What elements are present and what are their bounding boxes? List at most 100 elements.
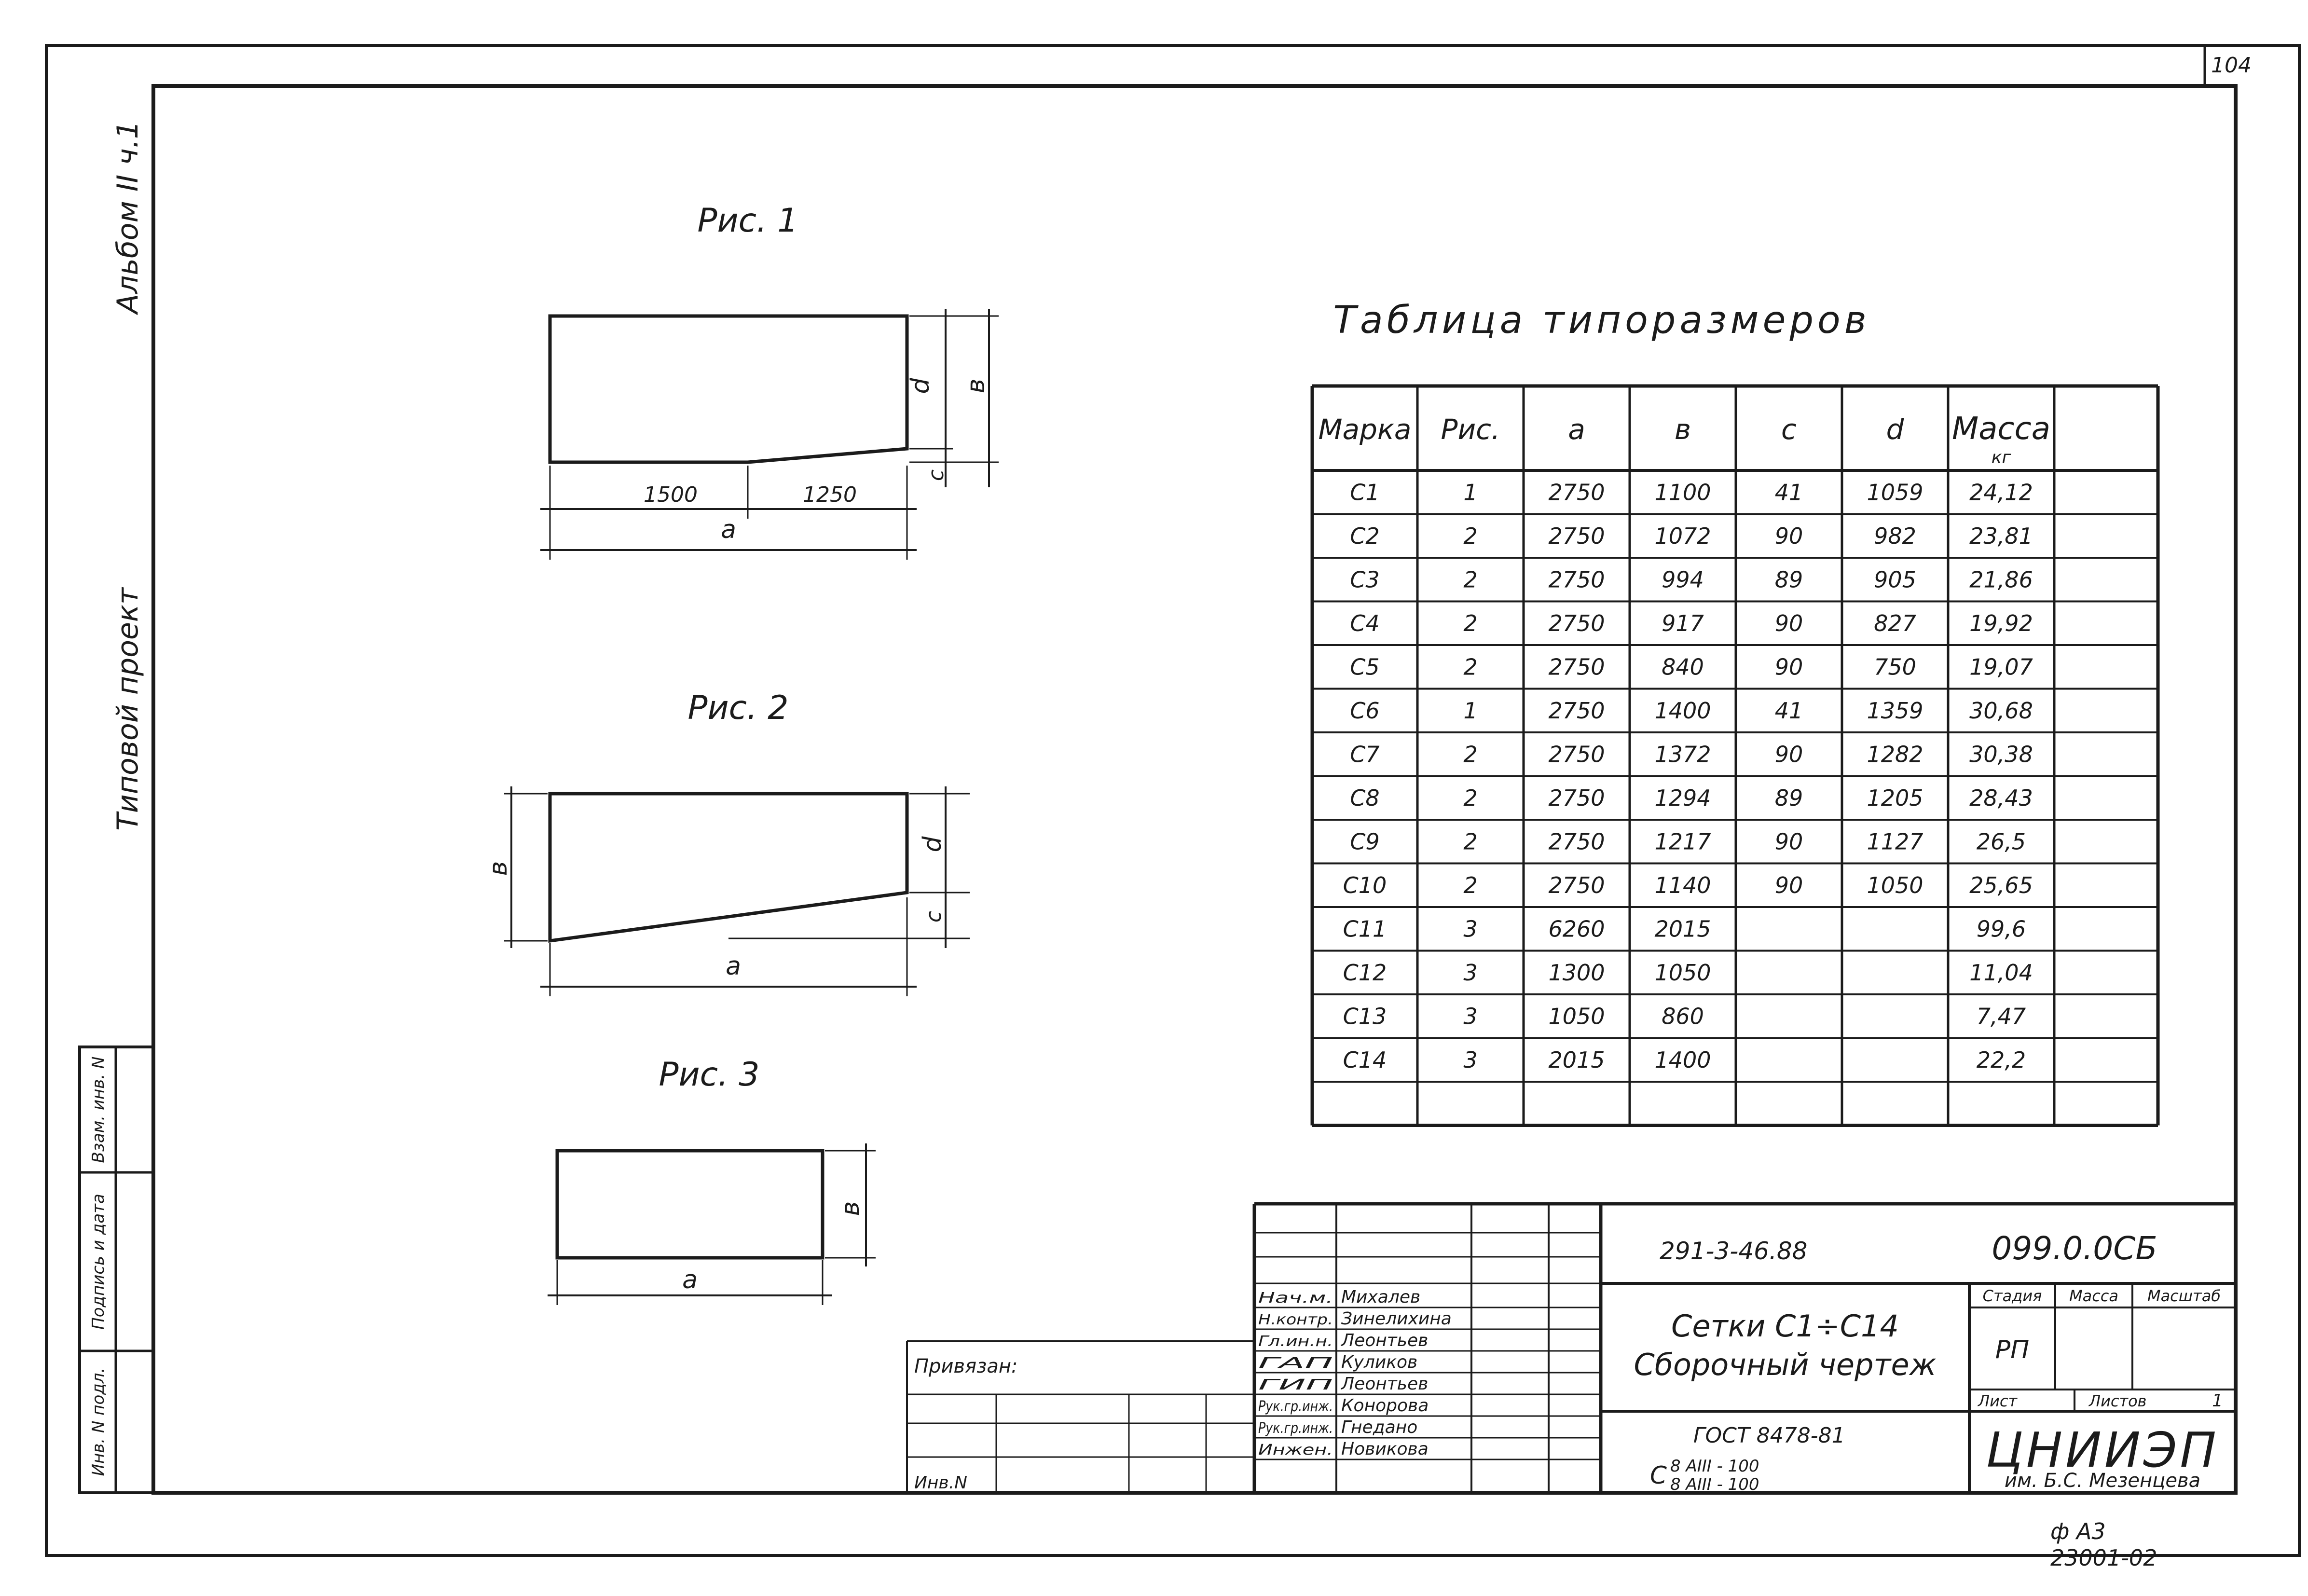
table-cell: 89	[1775, 566, 1803, 592]
fig2-dim-a: а	[726, 952, 741, 981]
staff-role: Н.контр.	[1258, 1311, 1333, 1328]
table-cell: С6	[1350, 698, 1379, 724]
table-cell: С8	[1350, 785, 1379, 811]
drawing-title-1: Сетки С1÷С14	[1671, 1308, 1899, 1344]
staff-name: Леонтьев	[1340, 1374, 1428, 1394]
table-cell: С9	[1350, 828, 1379, 854]
figure-3-caption: Рис. 3	[659, 1056, 759, 1094]
table-cell: 2	[1463, 785, 1477, 811]
fig1-dim-1250: 1250	[803, 482, 857, 507]
table-cell: 99,6	[1977, 916, 2026, 942]
table-cell: 2750	[1548, 654, 1605, 680]
staff-name: Леонтьев	[1340, 1331, 1428, 1350]
table-cell: 11,04	[1969, 960, 2033, 986]
table-cell: 3	[1463, 1003, 1477, 1029]
sheet-label: Лист	[1978, 1392, 2018, 1410]
table-cell: С1	[1350, 479, 1379, 505]
table-cell: 30,68	[1969, 698, 2033, 724]
inv-n-label: Инв.N	[914, 1473, 967, 1493]
table-cell: 6260	[1548, 916, 1605, 942]
figure-2-caption: Рис. 2	[687, 689, 788, 727]
table-cell: 750	[1874, 654, 1916, 680]
figure-1: Рис. 1 d в с 1500 1250 а	[540, 202, 999, 560]
project-label: Типовой проект	[111, 587, 145, 831]
sheet-number: 104	[2211, 53, 2252, 78]
table-cell: 90	[1775, 654, 1803, 680]
table-cell: 994	[1662, 566, 1704, 592]
table-header-cell: с	[1781, 413, 1797, 446]
table-cell: 2015	[1654, 916, 1711, 942]
table-cell: 1059	[1867, 479, 1923, 505]
table-cell: 3	[1463, 1047, 1477, 1073]
table-cell: 90	[1775, 610, 1803, 636]
table-cell: 2	[1463, 741, 1477, 767]
table-cell: 1400	[1654, 698, 1711, 724]
staff-name: Зинелихина	[1341, 1309, 1452, 1329]
stamp-vzam: Взам. инв. N	[89, 1057, 108, 1163]
table-cell: 1294	[1654, 785, 1711, 811]
staff-role: Гл.ин.н.	[1258, 1333, 1333, 1350]
fig1-dim-d: d	[906, 378, 935, 394]
table-cell: 2750	[1548, 610, 1605, 636]
fig2-dim-d: d	[918, 836, 947, 853]
drawing-title-2: Сборочный чертеж	[1634, 1347, 1936, 1382]
table-cell: 2750	[1548, 698, 1605, 724]
spec-line-2: 8 АIII - 100	[1670, 1475, 1759, 1494]
sheets-count: 1	[2212, 1391, 2223, 1411]
table-header-cell: d	[1886, 413, 1905, 446]
table-cell: 3	[1463, 960, 1477, 986]
table-cell: 2	[1463, 566, 1477, 592]
table-header-cell: Рис.	[1441, 413, 1500, 446]
fig1-dim-b: в	[962, 379, 990, 394]
table-cell: 1372	[1654, 741, 1711, 767]
figure-3: Рис. 3 в а	[548, 1056, 876, 1305]
table-cell: С13	[1343, 1003, 1387, 1029]
staff-role: Рук.гр.инж.	[1258, 1398, 1333, 1415]
table-cell: 19,07	[1969, 654, 2033, 680]
mass-header: Масса	[2069, 1287, 2118, 1305]
table-cell: 840	[1662, 654, 1704, 680]
fig1-dim-c: с	[924, 469, 948, 481]
table-cell: 1205	[1867, 785, 1923, 811]
left-stamp: Взам. инв. N Подпись и дата Инв. N подл.	[78, 1046, 155, 1494]
table-cell: 1217	[1654, 828, 1711, 854]
table-cell: 860	[1662, 1003, 1704, 1029]
table-cell: 30,38	[1969, 741, 2033, 767]
table-cell: 25,65	[1969, 872, 2033, 898]
format-code: 23001-02	[2050, 1545, 2157, 1571]
table-cell: 2	[1463, 523, 1477, 549]
table-cell: 7,47	[1977, 1003, 2026, 1029]
table-cell: 982	[1874, 523, 1916, 549]
spec-c: С	[1650, 1461, 1667, 1489]
scale-header: Масштаб	[2147, 1287, 2221, 1305]
fig1-dim-a: а	[721, 515, 736, 544]
table-cell: 41	[1775, 479, 1803, 505]
table-cell: С7	[1350, 741, 1379, 767]
table-header-cell: а	[1568, 413, 1585, 446]
table-cell: 2750	[1548, 785, 1605, 811]
table-cell: С11	[1343, 916, 1387, 942]
table-cell: 2	[1463, 872, 1477, 898]
table-cell: 2750	[1548, 828, 1605, 854]
table-cell: 2015	[1548, 1047, 1605, 1073]
format-note: ф А3	[2050, 1518, 2106, 1544]
table-cell: 90	[1775, 828, 1803, 854]
table-header-cell: в	[1675, 413, 1691, 446]
table-cell: С3	[1350, 566, 1379, 592]
table-cell: 1072	[1654, 523, 1711, 549]
table-cell: С14	[1343, 1047, 1387, 1073]
fig3-dim-a: а	[682, 1266, 698, 1294]
table-cell: 2750	[1548, 566, 1605, 592]
table-mass-unit: кг	[1992, 448, 2012, 468]
sheets-label: Листов	[2088, 1392, 2147, 1410]
table-cell: 827	[1874, 610, 1916, 636]
table-cell: С2	[1350, 523, 1379, 549]
table-cell: 23,81	[1969, 523, 2033, 549]
doc-code: 099.0.0СБ	[1992, 1230, 2157, 1267]
gost: ГОСТ 8478-81	[1693, 1423, 1845, 1448]
album-label: Альбом II ч.1	[111, 121, 145, 316]
staff-list: Нач.м.МихалевН.контр.ЗинелихинаГл.ин.н.Л…	[1258, 1287, 1452, 1459]
staff-name: Новикова	[1341, 1439, 1429, 1459]
table-cell: 89	[1775, 785, 1803, 811]
